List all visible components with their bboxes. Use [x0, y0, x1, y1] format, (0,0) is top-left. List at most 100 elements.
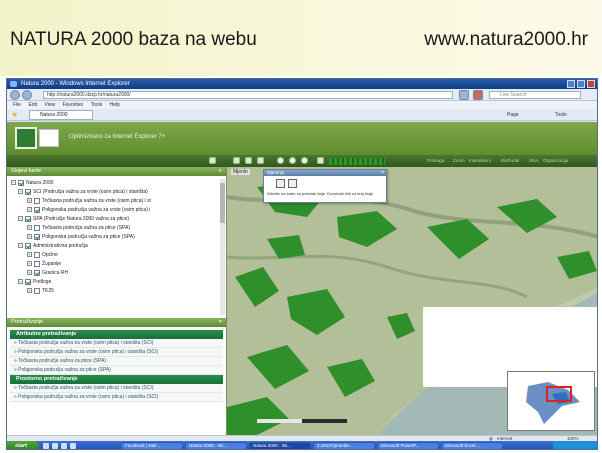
tab-bioportal[interactable]: BioPortal [501, 158, 520, 163]
measure-area-icon[interactable] [288, 179, 297, 188]
popup-close-icon[interactable]: × [381, 170, 384, 176]
search-link[interactable]: » Poligonska područja važna za ptice (SP… [10, 366, 223, 375]
layer-item[interactable]: −Administrativna područja [11, 242, 222, 251]
expand-icon[interactable]: + [27, 198, 32, 204]
checkbox[interactable] [18, 179, 24, 186]
live-search-field[interactable]: Live Search [489, 91, 581, 99]
measure-line-icon[interactable] [276, 179, 285, 188]
task-button[interactable]: Microsoft PowerP... [377, 442, 439, 449]
extent-icon[interactable] [301, 157, 308, 164]
quicklaunch-icon[interactable] [70, 443, 76, 449]
expand-icon[interactable]: + [27, 252, 32, 258]
zoom-out-icon[interactable] [257, 157, 264, 164]
back-button[interactable] [10, 90, 20, 100]
layer-item[interactable]: −SCI (Područja važna za vrste (osim ptic… [11, 188, 222, 197]
task-button[interactable]: Microsoft Excel ... [441, 442, 503, 449]
menu-view[interactable]: View [44, 102, 56, 108]
layer-item[interactable]: −SPA (Područje Natura 2000 važna za ptic… [11, 215, 222, 224]
stop-button[interactable] [473, 90, 483, 100]
expand-icon[interactable]: + [27, 234, 32, 240]
search-link[interactable]: » Točkasta područja važna za ptice (SPA) [10, 357, 223, 366]
layer-item[interactable]: +Točkasta područja važna za ptice (SPA) [11, 224, 222, 233]
layer-item[interactable]: +Točkasta područja važna za vrste (osim … [11, 197, 222, 206]
start-button[interactable]: start [7, 441, 39, 449]
minimize-button[interactable] [567, 80, 575, 88]
search-link[interactable]: » Poligonska područja važna za vrste (os… [10, 348, 223, 357]
overview-map[interactable] [507, 371, 595, 431]
quicklaunch-icon[interactable] [43, 443, 49, 449]
tools-menu[interactable]: Tools [555, 112, 567, 118]
refresh-button[interactable] [459, 90, 469, 100]
menu-tools[interactable]: Tools [90, 102, 103, 108]
zoom-in-icon[interactable] [245, 157, 252, 164]
tab-zoom[interactable]: Zoom [453, 158, 465, 163]
overview-extent-box[interactable] [546, 386, 572, 402]
expand-icon[interactable]: + [27, 270, 32, 276]
search-link[interactable]: » Poligonska područja važna za vrste (os… [10, 393, 223, 402]
layer-item[interactable]: +TK25 [11, 287, 222, 296]
expand-icon[interactable]: + [27, 207, 32, 213]
search-link[interactable]: » Točkasta područja važna za vrste (osim… [10, 384, 223, 393]
identify-icon[interactable] [277, 157, 284, 164]
layer-scrollbar[interactable] [220, 179, 225, 315]
select-icon[interactable] [317, 157, 324, 164]
checkbox[interactable] [34, 224, 40, 231]
checkbox[interactable] [34, 269, 40, 276]
checkbox[interactable] [25, 188, 31, 195]
browser-tab[interactable]: Natura 2000 [29, 110, 93, 120]
address-field[interactable]: http://natura2000.dzzp.hr/natura2000/ [43, 91, 453, 99]
close-button[interactable] [587, 80, 595, 88]
tab-sna[interactable]: SNA [529, 158, 539, 163]
search-link[interactable]: » Točkasta područja važna za vrste (osim… [10, 339, 223, 348]
quicklaunch-icon[interactable] [52, 443, 58, 449]
checkbox[interactable] [34, 233, 40, 240]
layer-item[interactable]: +Županije [11, 260, 222, 269]
checkbox[interactable] [34, 206, 40, 213]
expand-icon[interactable]: − [18, 279, 23, 285]
layer-item[interactable]: −Podloge [11, 278, 222, 287]
checkbox[interactable] [25, 242, 31, 249]
expand-icon[interactable]: + [27, 225, 32, 231]
checkbox[interactable] [34, 260, 40, 267]
measure-icon[interactable] [289, 157, 296, 164]
quicklaunch-icon[interactable] [61, 443, 67, 449]
layer-item[interactable]: +Poligonska područja važna za vrste (osi… [11, 206, 222, 215]
status-zoom[interactable]: 100% [567, 436, 579, 441]
task-button[interactable]: Facebook | Naš ... [121, 442, 183, 449]
expand-icon[interactable]: − [18, 189, 23, 195]
system-tray[interactable] [553, 441, 597, 449]
page-menu[interactable]: Page [507, 112, 519, 118]
pan-icon[interactable] [233, 157, 240, 164]
expand-icon[interactable]: + [27, 261, 32, 267]
map-view[interactable]: Mjerilo Mjerenje × Kliknite na kartu za … [227, 167, 597, 435]
checkbox[interactable] [34, 197, 40, 204]
collapse-icon[interactable]: « [218, 319, 222, 325]
layer-item[interactable]: +Granica RH [11, 269, 222, 278]
task-button[interactable]: Natura 2000 - Wi... [249, 442, 311, 449]
task-button[interactable]: Natura 2000 - Wi... [185, 442, 247, 449]
checkbox[interactable] [25, 278, 31, 285]
expand-icon[interactable]: − [18, 243, 23, 249]
print-icon[interactable] [209, 157, 216, 164]
layer-item[interactable]: +Općine [11, 251, 222, 260]
expand-icon[interactable]: + [27, 288, 32, 294]
layer-item[interactable]: −Natura 2000 [11, 179, 222, 188]
tab-organizacija[interactable]: Organizacija [543, 158, 569, 163]
menu-favorites[interactable]: Favorites [62, 102, 84, 108]
task-button[interactable]: 2-2010Tjerankin... [313, 442, 375, 449]
favorites-star-icon[interactable]: ★ [11, 110, 19, 119]
zoom-scale-slider[interactable] [329, 158, 385, 165]
forward-button[interactable] [22, 90, 32, 100]
menu-help[interactable]: Help [109, 102, 120, 108]
maximize-button[interactable] [577, 80, 585, 88]
menu-file[interactable]: File [13, 102, 22, 108]
tab-pretraga[interactable]: Pretraga [427, 158, 445, 163]
tab-interaktivni[interactable]: Interaktivni [469, 158, 491, 163]
layer-item[interactable]: +Poligonska područja važna za ptice (SPA… [11, 233, 222, 242]
checkbox[interactable] [34, 287, 40, 294]
expand-icon[interactable]: − [18, 216, 23, 222]
collapse-icon[interactable]: « [218, 168, 222, 174]
menu-edit[interactable]: Edit [28, 102, 38, 108]
checkbox[interactable] [25, 215, 31, 222]
expand-icon[interactable]: − [11, 180, 16, 186]
